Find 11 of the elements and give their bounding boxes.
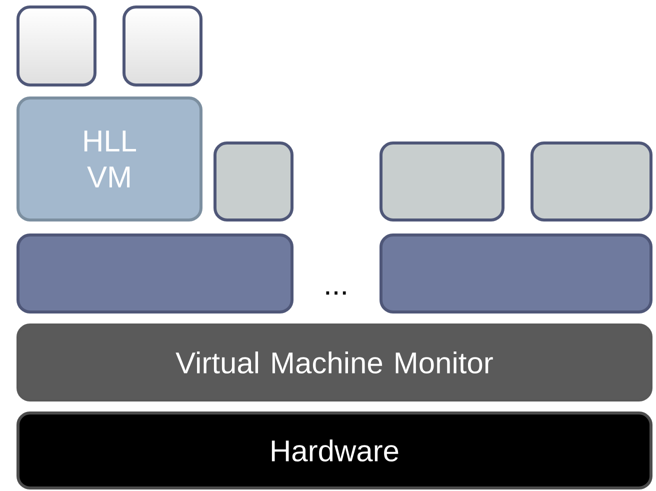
hatched-box	[530, 142, 652, 222]
app-box	[16, 6, 96, 86]
ellipsis: ...	[326, 291, 346, 295]
app-box	[122, 6, 202, 86]
vmm-layer: Virtual Machine Monitor	[16, 324, 652, 402]
hatched-box	[214, 142, 294, 222]
os-box	[16, 234, 294, 314]
os-box	[380, 234, 652, 314]
hatched-box	[380, 142, 504, 222]
hardware-layer: Hardware	[16, 412, 652, 490]
hll-vm-box: HLL VM	[16, 96, 202, 222]
